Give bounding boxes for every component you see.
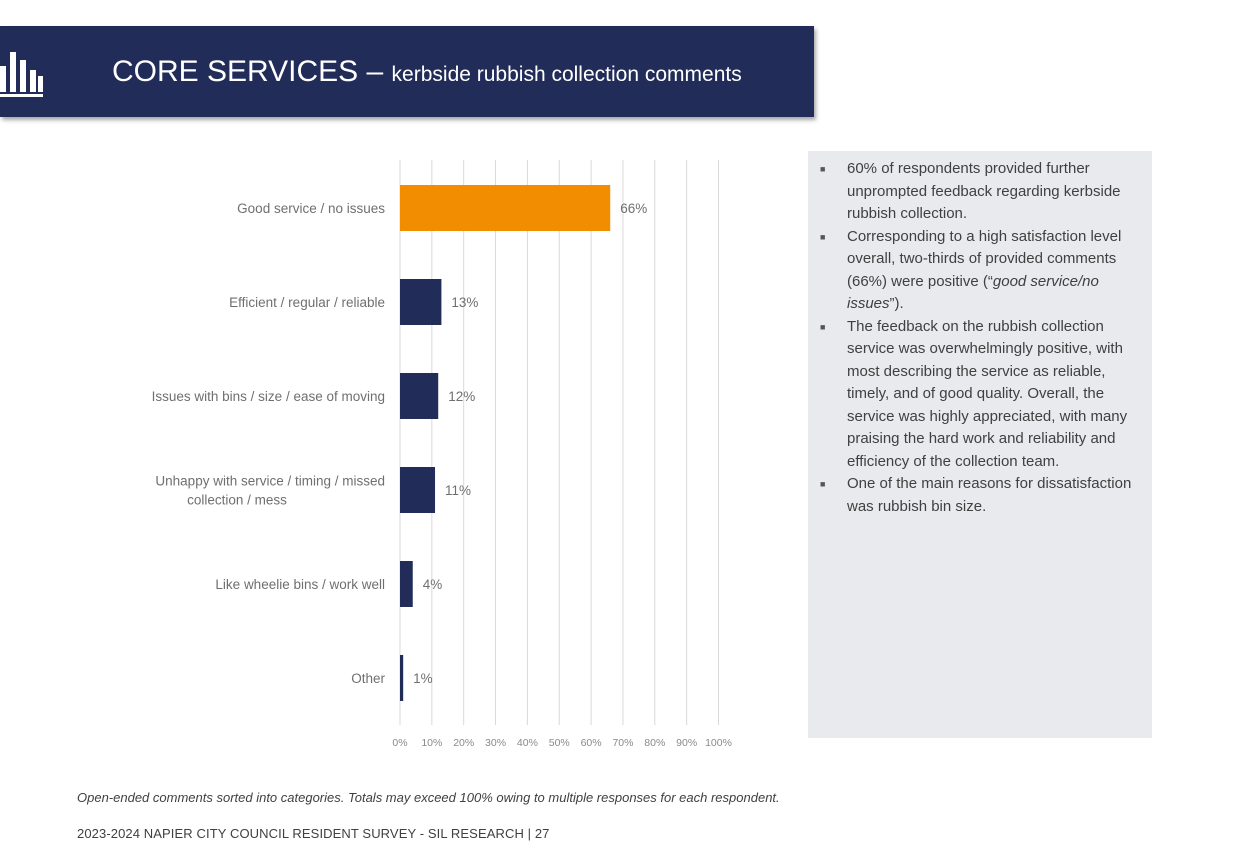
data-label: 12% [448, 389, 475, 404]
data-label: 13% [451, 295, 478, 310]
page-title: CORE SERVICES – kerbside rubbish collect… [112, 54, 742, 95]
bar [400, 279, 442, 325]
x-tick-label: 50% [549, 737, 570, 749]
x-tick-label: 100% [705, 737, 732, 749]
commentary-panel: ■ 60% of respondents provided further unp… [808, 151, 1152, 738]
category-label: Other [351, 671, 385, 686]
x-tick-label: 60% [581, 737, 602, 749]
page-title-sub: kerbside rubbish collection comments [391, 63, 742, 86]
page-footer: 2023-2024 NAPIER CITY COUNCIL RESIDENT S… [77, 826, 550, 841]
slide-header: CORE SERVICES – kerbside rubbish collect… [0, 26, 814, 117]
bar-chart: 66% Good service / no issues 13% Efficient … [152, 160, 732, 749]
bar [400, 185, 611, 231]
x-tick-label: 80% [644, 737, 665, 749]
commentary-text: good service/no issues [847, 272, 1099, 313]
footnote: Open-ended comments sorted into categori… [77, 790, 780, 805]
commentary-item: ■ The feedback on the rubbish collection … [808, 316, 1134, 474]
bar-chart-icon [0, 52, 43, 97]
commentary-text: ”). [889, 295, 904, 312]
commentary-item: ■ Corresponding to a high satisfaction le… [808, 226, 1134, 316]
bullet-icon: ■ [820, 231, 826, 242]
bar [400, 373, 439, 419]
commentary-text: Corresponding to a high satisfaction lev… [847, 227, 1122, 290]
commentary-text: The feedback on the rubbish collection s… [847, 317, 1128, 470]
x-tick-label: 70% [612, 737, 633, 749]
bar [400, 467, 436, 513]
data-label: 1% [413, 671, 433, 686]
x-tick-label: 30% [485, 737, 506, 749]
data-label: 4% [423, 577, 443, 592]
category-label: Like wheelie bins / work well [215, 577, 385, 592]
bullet-icon: ■ [820, 479, 826, 489]
commentary-item: ■ 60% of respondents provided further unp… [808, 158, 1134, 226]
x-tick-label: 90% [676, 737, 697, 749]
bullet-icon: ■ [820, 164, 826, 174]
category-label: Good service / no issues [237, 201, 385, 216]
x-tick-label: 20% [453, 737, 474, 749]
commentary-list: ■ 60% of respondents provided further unp… [808, 151, 1152, 518]
bar [400, 561, 413, 607]
bar [400, 655, 404, 701]
commentary-item: ■ One of the main reasons for dissatisfac… [808, 473, 1134, 518]
commentary-text: 60% of respondents provided further unpr… [847, 160, 1121, 222]
x-tick-label: 0% [392, 737, 407, 749]
commentary-text: One of the main reasons for dissatisfact… [847, 475, 1132, 515]
category-label: Efficient / regular / reliable [229, 295, 385, 310]
x-tick-label: 40% [517, 737, 538, 749]
data-label: 11% [445, 483, 471, 498]
category-label: Issues with bins / size / ease of moving [152, 389, 385, 404]
bullet-icon: ■ [820, 321, 826, 332]
x-tick-label: 10% [421, 737, 442, 749]
data-label: 66% [620, 201, 647, 216]
page-title-main: CORE SERVICES – [112, 55, 392, 88]
